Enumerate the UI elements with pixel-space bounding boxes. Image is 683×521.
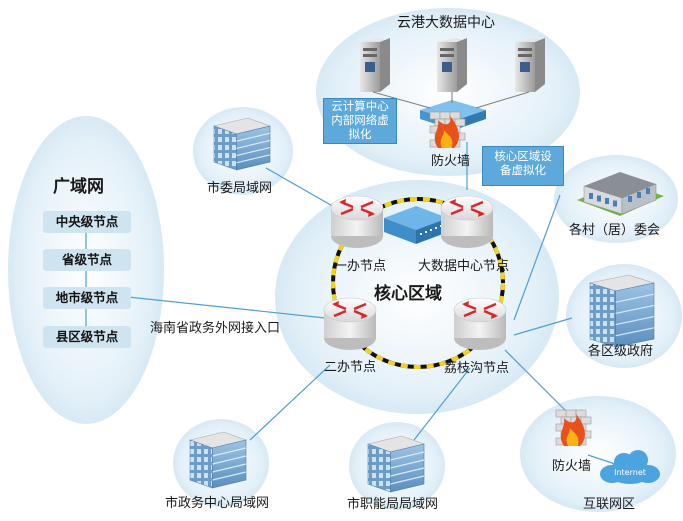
node-label-n2: 二办节点 [324,360,377,375]
router-n2-icon [323,297,377,350]
core-switch-icon [384,206,448,244]
datacenter-title: 云港大数据中心 [397,15,495,31]
datacenter-callout-line3: 拟化 [348,127,372,141]
site-city-committee: 市委局域网 [207,181,273,196]
node-label-big-data: 大数据中心节点 [418,259,510,274]
node-label-lizhigou: 荔枝沟节点 [444,361,510,376]
server-1-icon [360,38,390,92]
datacenter-callout: 云计算中心 内部网络虚 拟化 [323,98,397,144]
router-lizhigou-icon [453,297,507,350]
datacenter-firewall-label: 防火墙 [431,154,471,169]
building-district-icon [588,274,656,348]
wan-node-county: 县区级节点 [43,326,131,348]
internet-firewall-label: 防火墙 [552,459,592,474]
building-functional-icon [366,435,426,493]
router-n1-icon [330,195,384,248]
server-3-icon [515,38,545,92]
wan-node-central: 中央级节点 [43,211,131,233]
hainan-link-label: 海南省政务外网接入口 [150,321,281,336]
datacenter-callout-line1: 云计算中心 [331,99,389,113]
internet-cloud-label: Internet [614,468,646,477]
site-functional: 市职能局局域网 [347,497,439,512]
building-gov-center-icon [188,431,248,489]
internet-cloud-icon [600,450,660,484]
server-2-icon [437,38,467,92]
building-city-committee-icon [212,117,272,171]
site-district-gov: 各区级政府 [588,344,654,359]
core-title: 核心区域 [374,284,442,304]
building-village-icon [577,172,664,216]
wan-node-province: 省级节点 [43,249,131,271]
wan-title: 广域网 [53,177,104,197]
site-village: 各村（居）委会 [569,223,661,238]
link-lines [85,142,628,469]
core-callout: 核心区域设 备虚拟化 [482,146,564,186]
site-gov-center: 市政务中心局域网 [165,496,270,511]
internet-firewall-icon [555,409,592,446]
datacenter-callout-line2: 内部网络虚 [331,113,389,127]
core-callout-line1: 核心区域设 [494,149,552,163]
datacenter-firewall-icon [429,111,466,148]
wan-node-city: 地市级节点 [43,287,131,309]
router-big-data-icon [440,195,494,248]
core-callout-line2: 备虚拟化 [500,163,546,177]
node-label-n1: 一办节点 [334,259,387,274]
internet-zone-label: 互联网区 [583,497,636,512]
server-links [372,91,530,109]
